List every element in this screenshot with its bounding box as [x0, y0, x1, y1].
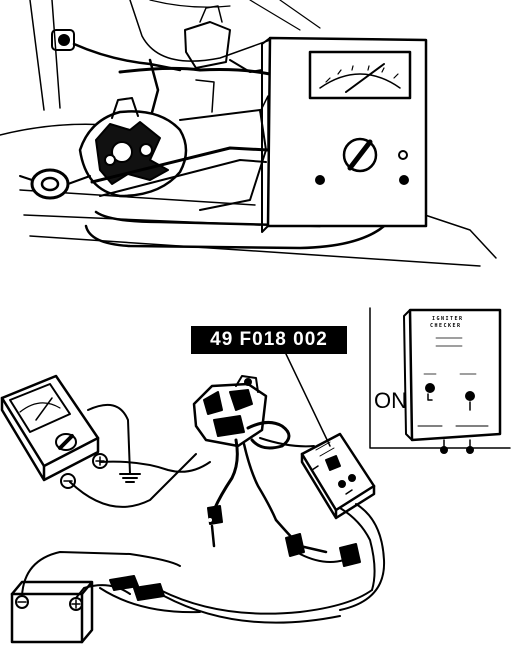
switch-state-label: ON — [374, 388, 407, 413]
clip-left — [285, 533, 305, 557]
battery — [10, 580, 94, 644]
battery-clamps — [109, 575, 165, 601]
checker-title-line1: IGNITER — [432, 316, 464, 322]
checker-title-line2: CHECKER — [430, 323, 462, 329]
connector-plug — [207, 505, 223, 548]
pulley — [19, 168, 91, 200]
igniter-unit — [192, 375, 268, 448]
clip-right — [339, 543, 361, 567]
engine-bay-illustration — [0, 0, 497, 267]
analog-tester-top — [261, 36, 428, 233]
wiring-diagram — [0, 353, 386, 644]
checker-inset — [369, 307, 511, 454]
ground-symbol — [87, 403, 141, 483]
multimeter — [0, 374, 108, 489]
part-number-label: 49 F018 002 — [191, 326, 347, 354]
